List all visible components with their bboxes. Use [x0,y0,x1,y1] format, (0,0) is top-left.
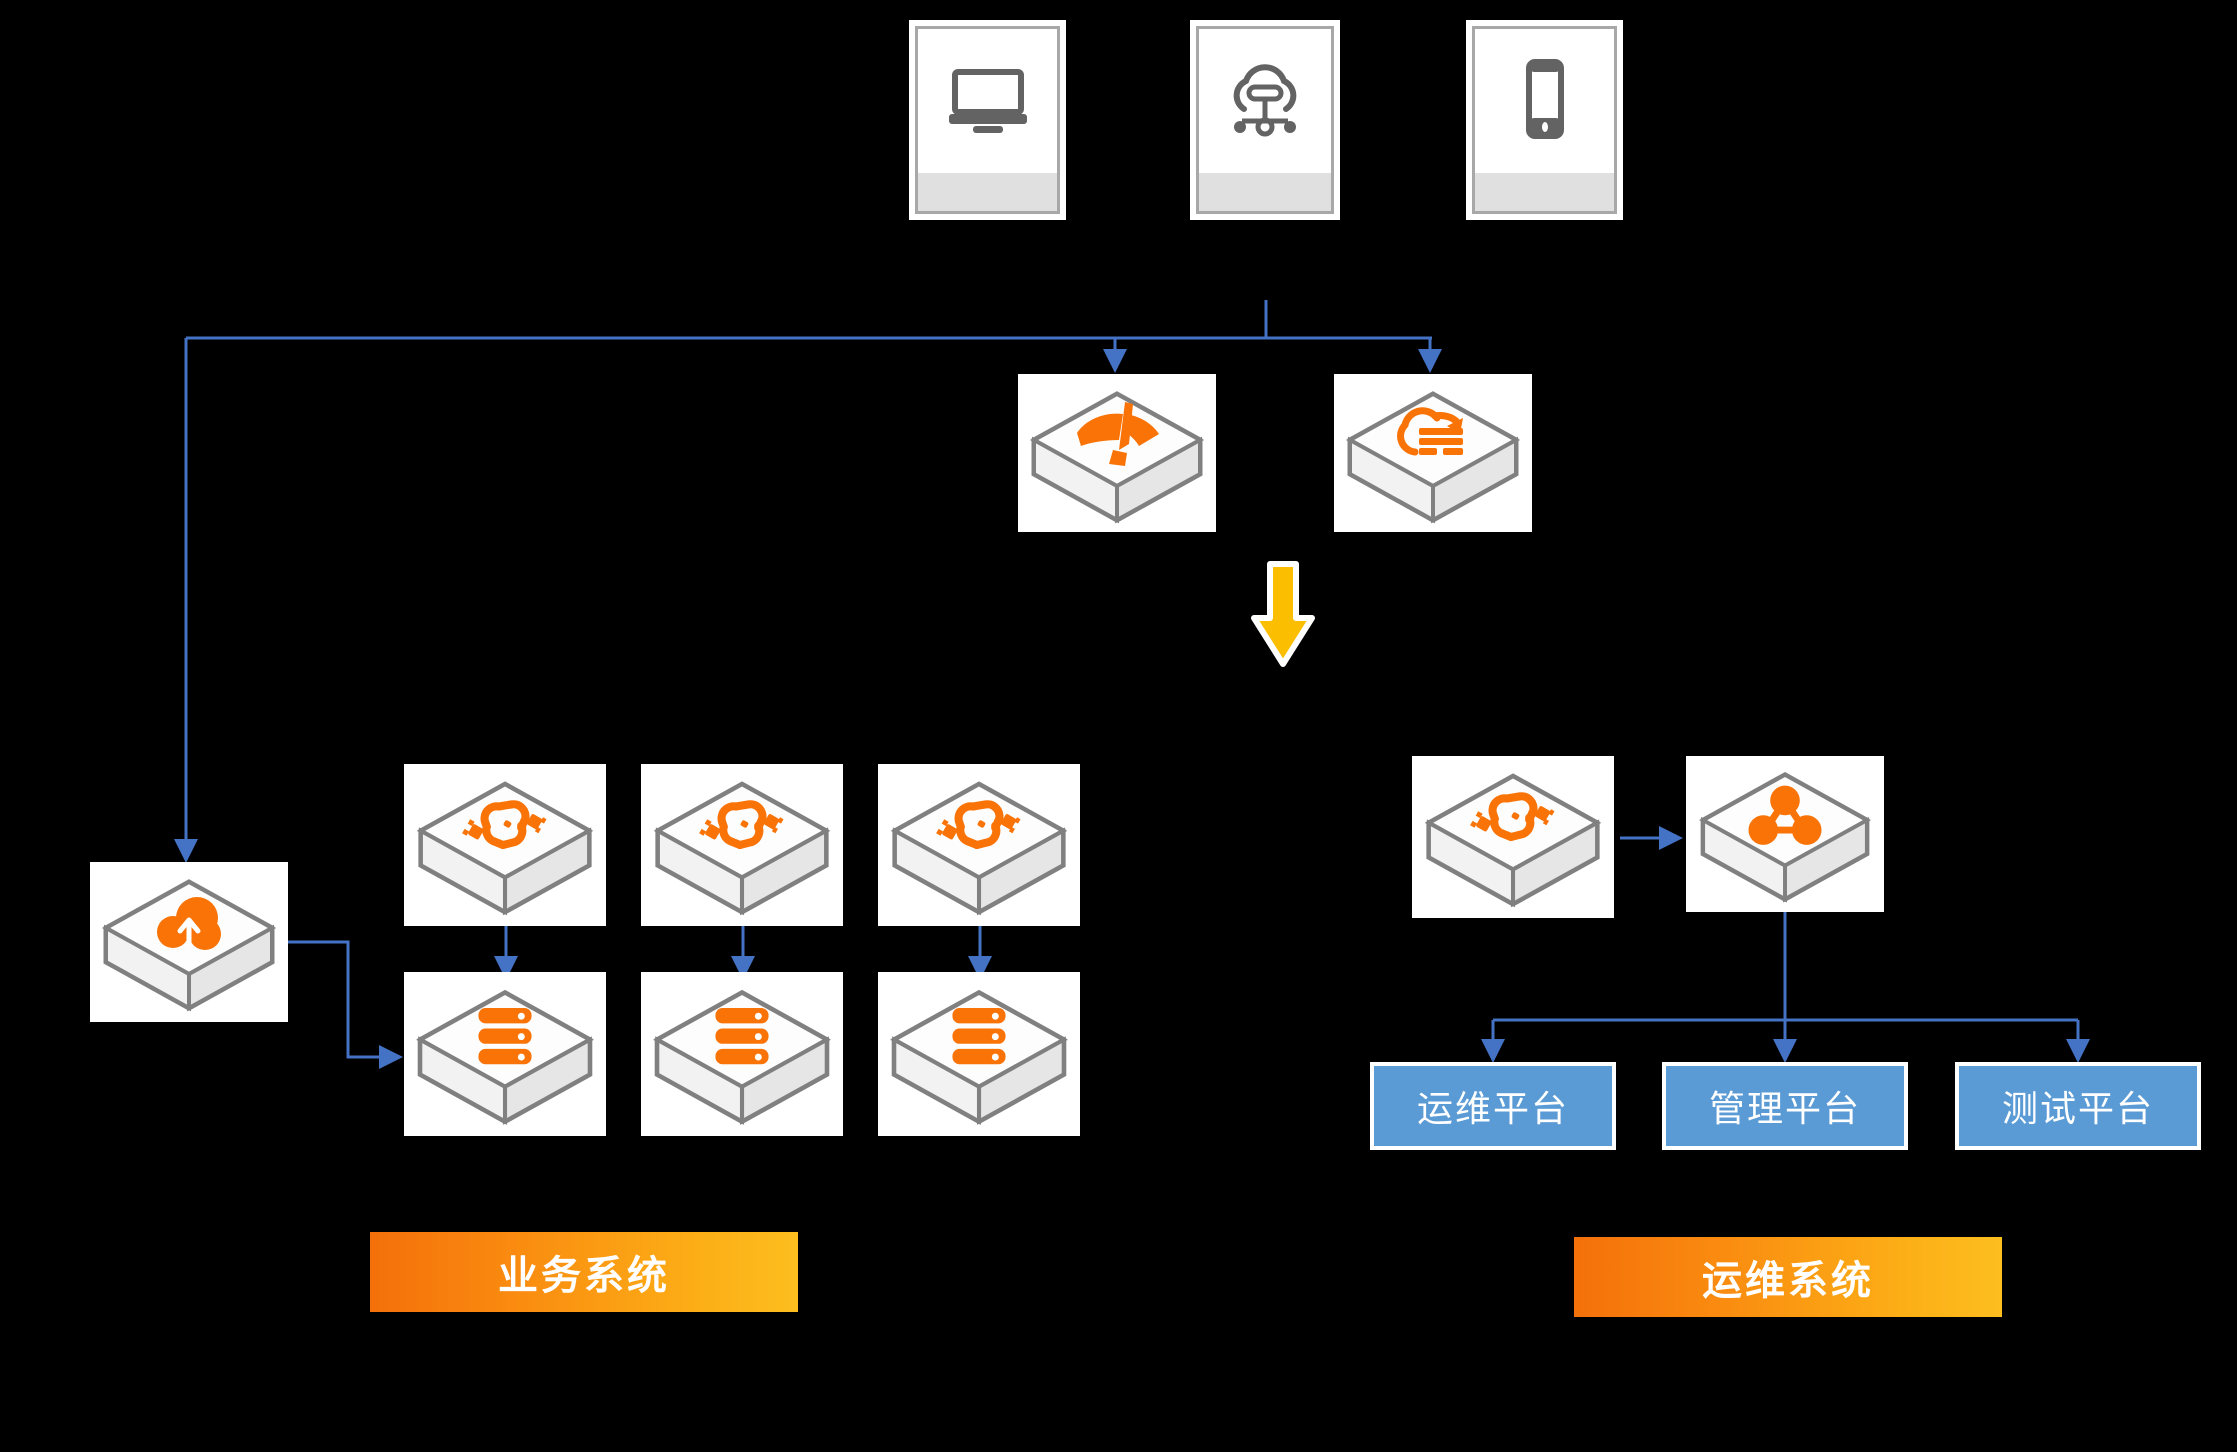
card-foot [1199,173,1331,211]
node-ops-cluster[interactable] [1686,756,1884,912]
node-load-balancer-3[interactable] [878,764,1080,926]
service-cloud-backup-log[interactable] [1334,374,1532,532]
link-connector-icon [653,781,831,916]
client-cloud-network[interactable] [1190,20,1340,220]
platform-label-ops: 运维平台 [1416,1089,1569,1130]
node-database-2[interactable] [641,972,843,1136]
database-stack-icon [653,989,831,1125]
node-load-balancer-1[interactable] [404,764,606,926]
smartphone-icon [1475,29,1614,173]
cluster-nodes-icon [1699,771,1871,903]
platform-box-ops[interactable]: 运维平台 [1370,1062,1616,1150]
link-connector-icon [416,781,594,916]
node-ops-load-balancer[interactable] [1412,756,1614,918]
business-system-banner-label: 业务系统 [498,1253,670,1299]
database-stack-icon [890,989,1068,1125]
edge-gateway-to-database-1 [285,940,403,1069]
platform-label-management: 管理平台 [1708,1089,1861,1130]
ops-system-banner: 运维系统 [1574,1237,2002,1317]
business-system-banner: 业务系统 [370,1232,798,1312]
client-desktop-computer[interactable] [909,20,1066,220]
card-foot [918,173,1057,211]
service-cdn-acceleration[interactable] [1018,374,1216,532]
cloud-upload-icon [101,879,277,1012]
link-connector-icon [890,781,1068,916]
platform-box-testing[interactable]: 测试平台 [1955,1062,2201,1150]
cloud-backup-icon [1345,391,1521,524]
downward-flow-arrow [1248,560,1318,670]
node-database-3[interactable] [878,972,1080,1136]
database-stack-icon [416,989,594,1125]
edge-lb-to-db [494,926,992,980]
edge-platform-drops [1481,1020,2090,1063]
monitor-icon [918,29,1057,173]
cdn-icon [1029,391,1205,524]
platform-label-testing: 测试平台 [2001,1089,2154,1130]
node-database-1[interactable] [404,972,606,1136]
link-connector-icon [1424,773,1602,908]
client-mobile-phone[interactable] [1466,20,1623,220]
node-load-balancer-2[interactable] [641,764,843,926]
edge-clients-to-bus [186,300,1432,340]
platform-box-management[interactable]: 管理平台 [1662,1062,1908,1150]
cloud-network-icon [1199,29,1331,173]
card-foot [1475,173,1614,211]
edge-cluster-to-platforms [1493,912,2078,1022]
node-cloud-upload-gateway[interactable] [90,862,288,1022]
ops-system-banner-label: 运维系统 [1702,1258,1874,1304]
